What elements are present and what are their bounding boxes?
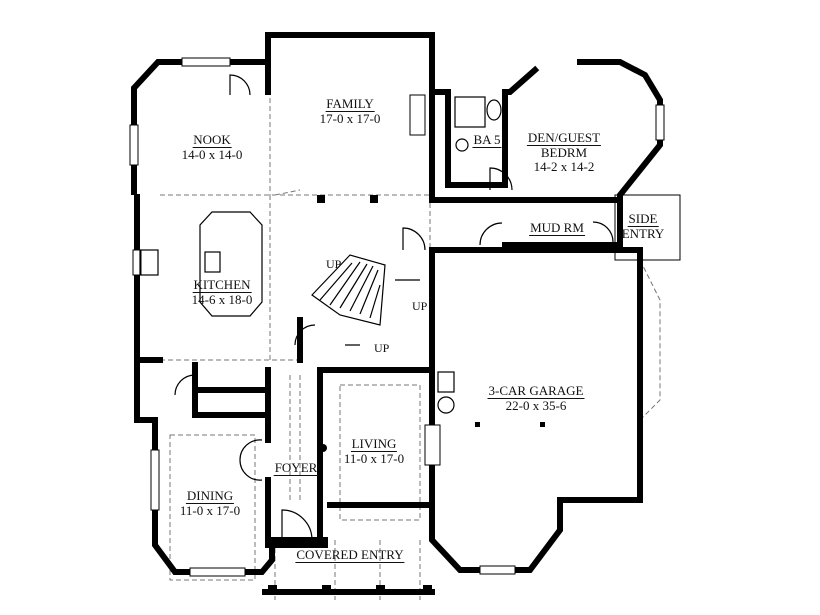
room-name-line2: BEDRM [540,145,588,160]
room-label-bath: BA 5 [472,132,502,148]
stair-up-label: UP [374,341,390,355]
stairs [311,254,420,346]
room-name: FOYER [273,460,319,476]
room-dims: 14-2 x 14-2 [533,159,595,174]
room-name: NOOK [192,132,232,148]
room-name: BA 5 [472,132,502,148]
stair-up-label: UP [412,299,428,313]
room-label-mud-room: MUD RM [529,221,585,236]
room-dims: 14-0 x 14-0 [181,147,243,162]
room-dims: 11-0 x 17-0 [343,451,405,466]
room-name: KITCHEN [192,277,252,293]
room-name: DINING [185,488,235,504]
room-name: LIVING [350,436,398,452]
dashed-outlines [160,90,661,600]
walls [131,32,663,595]
doors [174,74,614,541]
stair-up-label: UP [326,257,342,271]
room-name: COVERED ENTRY [295,547,405,563]
fixtures [139,96,502,414]
room-name: FAMILY [325,96,375,112]
room-name: SIDE [627,211,659,227]
room-dims: 11-0 x 17-0 [179,503,241,518]
room-label-foyer: FOYER [273,460,319,476]
room-name: MUD RM [529,220,585,236]
posts [268,195,545,594]
room-name-line2: ENTRY [621,226,665,241]
room-dims: 22-0 x 35-6 [505,398,567,413]
room-dims: 17-0 x 17-0 [319,111,381,126]
room-name: DEN/GUEST [526,130,602,146]
room-dims: 14-6 x 18-0 [191,292,253,307]
room-label-covered-entry: COVERED ENTRY [295,547,405,563]
windows [129,57,681,577]
room-name: 3-CAR GARAGE [487,383,585,399]
